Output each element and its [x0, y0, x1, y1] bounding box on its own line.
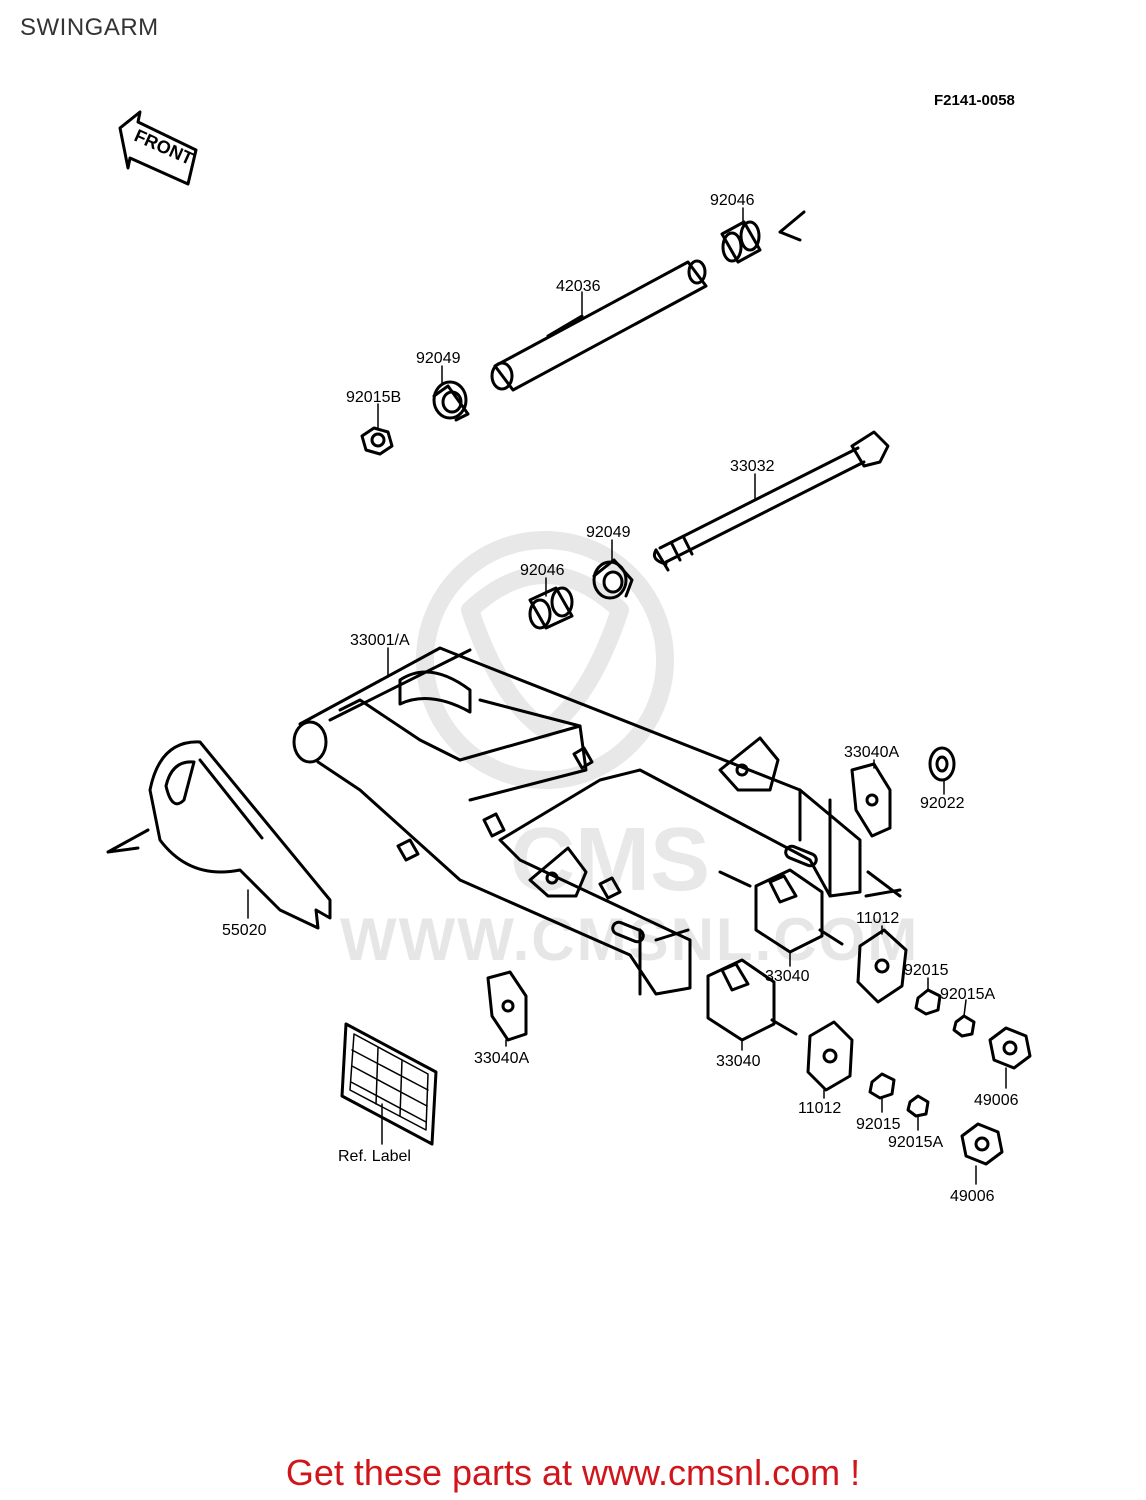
nut-92015b: [360, 426, 394, 456]
part-label-92046-mid: 92046: [520, 562, 565, 579]
collar-mid: [592, 558, 634, 600]
reference-label-sheet: [340, 1022, 438, 1146]
footer-parts-link[interactable]: Get these parts at www.cmsnl.com !: [285, 1452, 861, 1493]
chain-guard: [106, 740, 332, 930]
nut-92015-lower: [868, 1072, 896, 1100]
part-label-11012-upper: 11012: [856, 910, 899, 927]
nut-92015a-lower: [906, 1094, 930, 1118]
part-label-33040-upper: 33040: [765, 968, 810, 985]
part-label-49006-lower: 49006: [950, 1188, 995, 1205]
diagram-code: F2141-0058: [934, 92, 1015, 109]
nut-49006-lower: [960, 1122, 1004, 1166]
chain-adjuster-upper: [754, 868, 844, 954]
part-label-ref-label: Ref. Label: [338, 1148, 411, 1165]
part-label-92049-top: 92049: [416, 350, 461, 367]
bracket-33040a-left: [486, 970, 528, 1042]
part-label-92049-mid: 92049: [586, 524, 631, 541]
part-label-42036: 42036: [556, 278, 601, 295]
adjuster-plate-upper: [856, 928, 908, 1004]
leader-lines: [247, 207, 1007, 1185]
part-label-33040a-left: 33040A: [474, 1050, 529, 1067]
nut-49006-upper: [988, 1026, 1032, 1070]
part-label-33001a: 33001/A: [350, 632, 410, 649]
page-title: SWINGARM: [20, 14, 159, 41]
collar-top: [432, 380, 470, 422]
needle-bearing-top: [720, 210, 806, 264]
needle-bearing-mid: [528, 586, 574, 630]
part-label-49006-upper: 49006: [974, 1092, 1019, 1109]
pivot-sleeve: [490, 259, 708, 392]
part-label-92015a-lower: 92015A: [888, 1134, 943, 1151]
part-label-92015a-upper: 92015A: [940, 986, 995, 1003]
chain-adjuster-lower: [706, 958, 798, 1042]
part-label-11012-lower: 11012: [798, 1100, 841, 1117]
part-label-92015b: 92015B: [346, 389, 401, 406]
swingarm-body: [292, 646, 902, 996]
part-label-33040-lower: 33040: [716, 1053, 761, 1070]
nut-92015a-upper: [952, 1014, 976, 1038]
part-label-33032: 33032: [730, 458, 775, 475]
part-label-92022: 92022: [920, 795, 965, 812]
part-label-92015-upper: 92015: [904, 962, 949, 979]
nut-92015-upper: [914, 988, 942, 1016]
watermark-logo-text: CMS: [510, 810, 710, 910]
part-labels: 92046 42036 92049 92015B 33032 92049 920…: [222, 192, 1019, 1205]
washer-92022: [928, 746, 956, 782]
part-label-92015-lower: 92015: [856, 1116, 901, 1133]
front-arrow-icon: FRONT: [118, 110, 198, 186]
part-label-92046-top: 92046: [710, 192, 755, 209]
bracket-33040a-right: [850, 762, 892, 838]
part-label-55020: 55020: [222, 922, 267, 939]
pivot-bolt: [652, 430, 890, 572]
adjuster-plate-lower: [806, 1020, 854, 1092]
part-label-33040a-right: 33040A: [844, 744, 899, 761]
